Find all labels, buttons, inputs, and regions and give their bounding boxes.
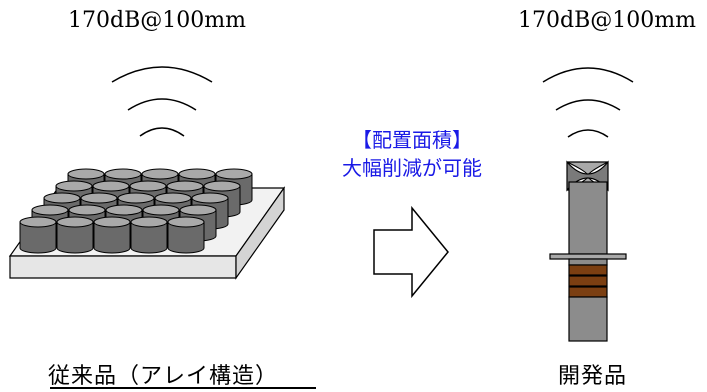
array-cylinder xyxy=(56,216,94,254)
cylinder-top xyxy=(154,192,192,204)
wave-arc-outer xyxy=(542,67,634,83)
cylinder-top xyxy=(93,216,131,228)
right-arrow xyxy=(373,205,449,299)
device-flange xyxy=(549,253,627,260)
cylinder-top xyxy=(67,168,105,180)
device-lower-housing xyxy=(568,296,608,342)
cylinder-top xyxy=(104,168,142,180)
sound-waves-right xyxy=(542,67,634,138)
cylinder-body xyxy=(19,221,57,254)
cylinder-top xyxy=(178,168,216,180)
base-front-face xyxy=(9,255,237,279)
array-cylinder xyxy=(130,216,168,254)
cylinder-top xyxy=(167,216,205,228)
area-reduction-note: 【配置面積】 大幅削減が可能 xyxy=(302,126,522,182)
cylinder-top xyxy=(80,192,118,204)
sound-waves-left xyxy=(111,66,213,137)
cylinder-top xyxy=(56,216,94,228)
note-body: 大幅削減が可能 xyxy=(342,156,482,180)
spl-label-developed: 170dB@100mm xyxy=(518,8,696,33)
array-cylinder xyxy=(167,216,205,254)
cylinder-body xyxy=(93,221,131,254)
cylinder-top xyxy=(141,168,179,180)
caption-developed: 開発品 xyxy=(558,364,628,389)
cylinder-top xyxy=(43,192,81,204)
cylinder-body xyxy=(167,221,205,254)
wave-arc-middle xyxy=(127,98,197,111)
wave-arc-inner xyxy=(139,127,185,137)
cylinder-body xyxy=(130,221,168,254)
cylinder-top xyxy=(117,192,155,204)
cylinder-array xyxy=(19,168,253,254)
wave-arc-outer xyxy=(111,66,213,83)
cylinder-top xyxy=(215,168,253,180)
device-band-1 xyxy=(568,264,608,276)
cylinder-top xyxy=(129,180,167,192)
cylinder-top xyxy=(55,180,93,192)
device-band-2 xyxy=(568,275,608,287)
wave-arc-middle xyxy=(555,99,621,111)
caption-underline xyxy=(50,387,316,389)
spl-label-conventional: 170dB@100mm xyxy=(68,8,246,33)
cylinder-top xyxy=(31,204,69,216)
cylinder-top xyxy=(68,204,106,216)
developed-device xyxy=(549,160,627,342)
cylinder-top xyxy=(142,204,180,216)
device-band-3 xyxy=(568,286,608,298)
cylinder-top xyxy=(203,180,241,192)
cylinder-top xyxy=(92,180,130,192)
cylinder-top xyxy=(105,204,143,216)
array-cylinder xyxy=(19,216,57,254)
caption-conventional: 従来品（アレイ構造） xyxy=(48,364,279,389)
device-neck xyxy=(568,258,608,266)
cylinder-top xyxy=(166,180,204,192)
cylinder-body xyxy=(56,221,94,254)
cylinder-top xyxy=(179,204,217,216)
note-heading: 【配置面積】 xyxy=(352,128,472,152)
cylinder-top xyxy=(191,192,229,204)
array-cylinder xyxy=(93,216,131,254)
wave-arc-inner xyxy=(567,129,609,138)
device-upper-housing xyxy=(568,181,608,255)
cylinder-top xyxy=(130,216,168,228)
cylinder-top xyxy=(19,216,57,228)
base-side-face xyxy=(235,186,285,280)
